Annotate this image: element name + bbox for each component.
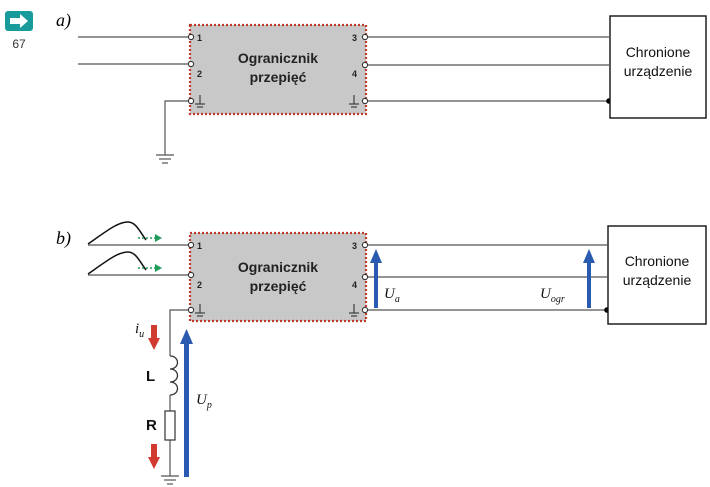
protected-device-b: Chronione urządzenie	[607, 225, 707, 325]
terminal-3	[361, 33, 369, 41]
terminal-label-3: 3	[352, 241, 357, 251]
ground-icon	[156, 154, 174, 164]
voltage-arrow-icon	[583, 249, 595, 308]
surge-wave-icon	[87, 251, 162, 275]
diagram-b-wires	[88, 244, 607, 476]
current-arrow-icon	[148, 444, 160, 469]
terminal-ground	[187, 306, 195, 314]
terminal-4	[361, 61, 369, 69]
ground-icon	[161, 475, 179, 485]
terminal-label-2: 2	[197, 280, 202, 290]
device-label: Chronione	[625, 253, 690, 269]
inductor-label: L	[146, 368, 155, 385]
terminal-1	[187, 241, 195, 249]
surge-limiter-b: Ogranicznik przepięć 1 2 3 4	[187, 231, 369, 323]
diagram-b: b) L R	[56, 221, 707, 485]
voltage-label-uogr: Uogr	[540, 286, 565, 305]
terminal-label-4: 4	[352, 69, 357, 79]
inductor-icon	[169, 355, 179, 396]
terminal-3	[361, 241, 369, 249]
ground-icon	[349, 95, 359, 108]
voltage-label-up: Up	[196, 392, 212, 411]
terminal-label-1: 1	[197, 33, 202, 43]
terminal-ground	[187, 97, 195, 105]
terminal-2	[187, 271, 195, 279]
voltage-arrow-icon	[370, 249, 382, 308]
ground-icon	[349, 304, 359, 317]
terminal-label-4: 4	[352, 280, 357, 290]
limiter-title: Ogranicznik	[238, 259, 318, 275]
surge-wave-icon	[87, 221, 162, 245]
ground-icon	[195, 304, 205, 317]
voltage-arrow-icon	[180, 329, 193, 477]
terminal-2	[187, 60, 195, 68]
diagram-a: a) Ogranicznik przepięć	[56, 10, 707, 164]
terminal-ground	[361, 97, 369, 105]
diagram-a-wires	[78, 36, 609, 155]
ground-icon	[195, 95, 205, 108]
next-page-button[interactable]	[5, 11, 33, 31]
protected-device-a: Chronione urządzenie	[609, 15, 707, 119]
terminal-1	[187, 33, 195, 41]
terminal-4	[361, 273, 369, 281]
resistor-label: R	[146, 417, 157, 434]
diagram-b-label: b)	[56, 228, 71, 249]
diagram-a-label: a)	[56, 10, 71, 31]
limiter-title: Ogranicznik	[238, 50, 318, 66]
device-label: urządzenie	[623, 272, 692, 288]
page-number: 67	[12, 37, 26, 51]
terminal-label-3: 3	[352, 33, 357, 43]
voltage-label-ua: Ua	[384, 286, 400, 305]
arrow-right-icon	[10, 14, 28, 28]
device-label: Chronione	[626, 44, 691, 60]
device-label: urządzenie	[624, 63, 693, 79]
surge-limiter-a: Ogranicznik przepięć 1 2 3 4	[187, 23, 369, 116]
terminal-label-2: 2	[197, 69, 202, 79]
limiter-title: przepięć	[250, 278, 307, 294]
resistor-icon	[164, 410, 176, 441]
terminal-ground	[361, 306, 369, 314]
current-label: iu	[135, 321, 144, 340]
current-arrow-icon	[148, 325, 160, 350]
terminal-label-1: 1	[197, 241, 202, 251]
limiter-title: przepięć	[250, 69, 307, 85]
